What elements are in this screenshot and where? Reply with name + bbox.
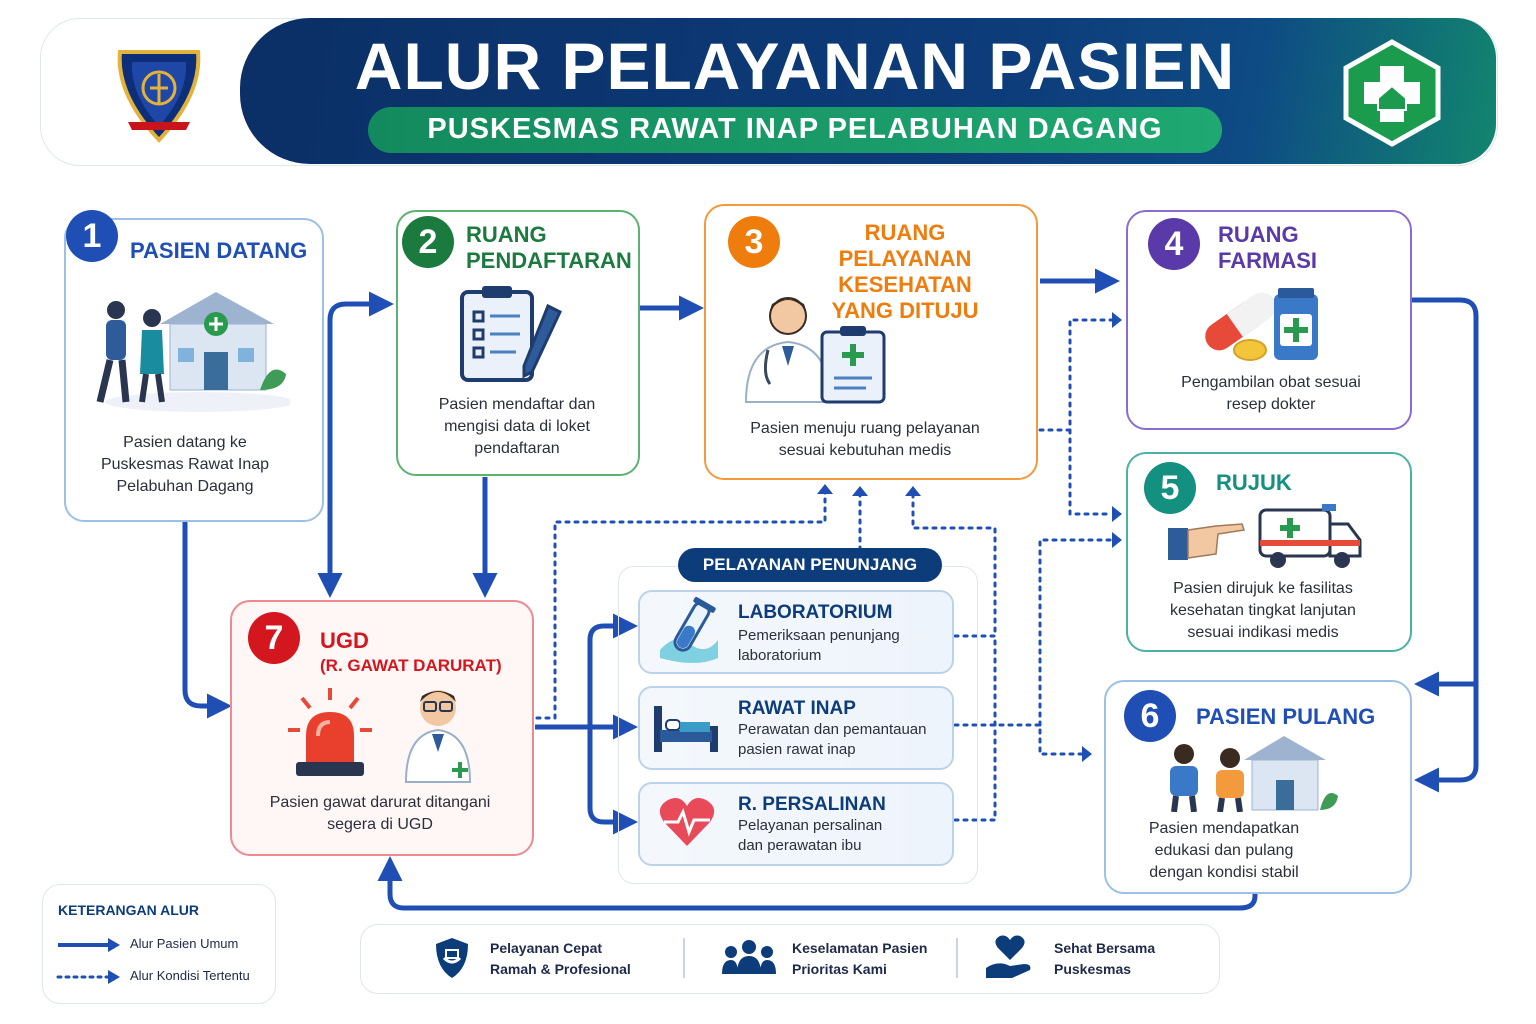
page-subtitle: PUSKESMAS RAWAT INAP PELABUHAN DAGANG xyxy=(427,113,1163,145)
legend-dotted-label: Alur Kondisi Tertentu xyxy=(130,968,250,983)
dotted-lab-to-3 xyxy=(911,488,997,638)
support-rawat-inap-title: RAWAT INAP xyxy=(738,698,856,719)
support-lab-title: LABORATORIUM xyxy=(738,602,893,623)
dotted-rawat-inap-to-6 xyxy=(953,723,1084,756)
footer-divider xyxy=(956,938,958,978)
step-6-number: 6 xyxy=(1124,690,1176,742)
step-4-title: RUANG FARMASI xyxy=(1218,222,1317,273)
footer-bar xyxy=(360,924,1220,994)
health-logo-icon xyxy=(1340,38,1444,148)
arrow-to-lab xyxy=(587,613,638,727)
step-6-title: PASIEN PULANG xyxy=(1196,704,1376,729)
support-persalinan-desc: Pelayanan persalinan dan perawatan ibu xyxy=(738,817,883,854)
step-7-number: 7 xyxy=(248,612,300,664)
footer-item-3: Sehat Bersama Puskesmas xyxy=(1054,940,1156,977)
dotted-7-to-3 xyxy=(535,482,827,720)
heart-hand-icon xyxy=(984,934,1034,980)
step-3-number: 3 xyxy=(728,216,780,268)
legend-line-samples xyxy=(56,938,120,984)
government-emblem-icon xyxy=(110,44,208,144)
legend-title: KETERANGAN ALUR xyxy=(58,902,200,918)
step-2-number: 2 xyxy=(402,216,454,268)
step-2-title: RUANG PENDAFTARAN xyxy=(466,222,632,273)
page-title: ALUR PELAYANAN PASIEN xyxy=(354,29,1236,103)
hospital-bed-icon xyxy=(652,702,720,754)
step-7-title: UGD xyxy=(320,628,369,653)
step-5-desc: Pasien dirujuk ke fasilitas kesehatan ti… xyxy=(1170,580,1356,641)
footer-item-2: Keselamatan Pasien Prioritas Kami xyxy=(792,940,928,977)
step-2-desc: Pasien mendaftar dan mengisi data di lok… xyxy=(438,396,596,457)
family-home-icon xyxy=(1160,734,1340,813)
shield-icon xyxy=(434,936,470,980)
dotted-3-to-5 xyxy=(1068,428,1114,516)
step-1-number: 1 xyxy=(66,210,118,262)
dotted-to-5 xyxy=(1038,538,1114,727)
arrow-4-to-6 xyxy=(1412,297,1479,793)
test-tube-icon xyxy=(656,596,720,666)
dotted-persalinan-up xyxy=(953,634,997,822)
support-persalinan-title: R. PERSALINAN xyxy=(738,794,886,815)
footer-item-1: Pelayanan Cepat Ramah & Profesional xyxy=(490,940,631,977)
footer-divider xyxy=(683,938,685,978)
arrow-to-persalinan xyxy=(587,727,638,835)
legend-solid-label: Alur Pasien Umum xyxy=(130,936,239,951)
doctor-clipboard-icon xyxy=(738,290,898,406)
step-1-desc: Pasien datang ke Puskesmas Rawat Inap Pe… xyxy=(100,434,270,495)
support-lab-desc: Pemeriksaan penunjang laboratorium xyxy=(738,627,900,664)
step-6-desc: Pasien mendapatkan edukasi dan pulang de… xyxy=(1148,820,1300,881)
clipboard-pen-icon xyxy=(456,284,566,384)
step-4-desc: Pengambilan obat sesuai resep dokter xyxy=(1181,374,1361,413)
arrow-6-to-7 xyxy=(377,856,1258,911)
dotted-3-to-4 xyxy=(1038,318,1114,432)
subtitle-pill xyxy=(368,107,1222,153)
step-3-desc: Pasien menuju ruang pelayanan sesuai keb… xyxy=(750,420,980,459)
step-1-title: PASIEN DATANG xyxy=(130,238,308,263)
step-5-title: RUJUK xyxy=(1216,470,1292,495)
siren-doctor-icon xyxy=(288,686,498,784)
arrow-1-to-2 xyxy=(327,291,394,522)
step-7-desc: Pasien gawat darurat ditangani segera di… xyxy=(269,794,491,833)
referral-ambulance-icon xyxy=(1166,504,1362,570)
step-3-title: RUANG PELAYANAN KESEHATAN YANG DITUJU xyxy=(831,220,979,323)
heart-pulse-icon xyxy=(658,794,716,850)
arrow-1-to-7 xyxy=(182,522,232,719)
step-4-number: 4 xyxy=(1148,218,1200,270)
family-hospital-icon xyxy=(90,290,295,414)
step-7-subtitle: (R. GAWAT DARURAT) xyxy=(320,656,502,675)
step-5-number: 5 xyxy=(1144,462,1196,514)
people-group-icon xyxy=(722,938,776,978)
support-title: PELAYANAN PENUNJANG xyxy=(678,548,942,582)
medicine-icon xyxy=(1198,286,1324,364)
support-rawat-inap-desc: Perawatan dan pemantauan pasien rawat in… xyxy=(738,721,927,758)
